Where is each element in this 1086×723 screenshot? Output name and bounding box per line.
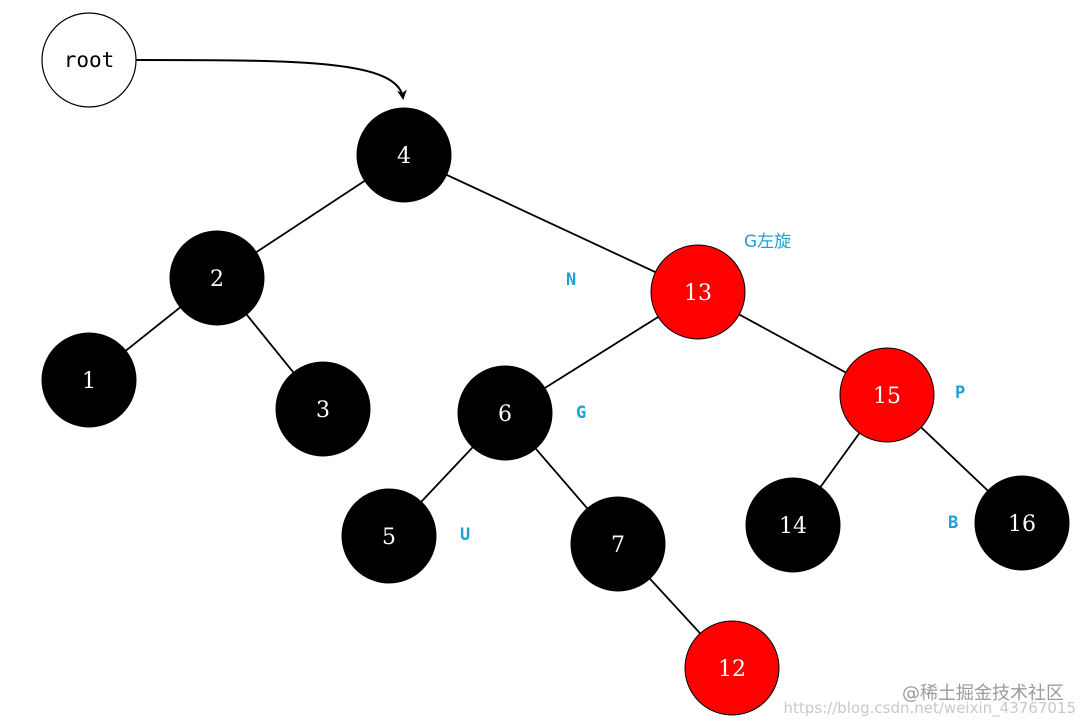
node-label-3: 3 [316,398,330,423]
tree-node-12: 12 [684,620,780,716]
node-label-4: 4 [397,144,411,169]
tree-node-15: 15 [839,347,935,443]
node-circle-4 [356,107,452,203]
annotation-n: N [566,270,576,290]
node-circle-6 [457,365,553,461]
node-circle-13 [650,244,746,340]
node-label-6: 6 [498,402,512,427]
node-circle-7 [570,496,666,592]
tree-node-4: 4 [356,107,452,203]
annotations: G左旋 N G P U B [460,232,965,545]
node-circle-16 [974,475,1070,571]
node-circle-5 [341,488,437,584]
node-label-5: 5 [382,525,396,550]
node-circle-1 [41,332,137,428]
annotation-g-rotate-left: G左旋 [744,232,791,252]
node-circle-2 [169,230,265,326]
node-label-1: 1 [82,369,96,394]
node-label-13: 13 [684,281,712,306]
tree-node-2: 2 [169,230,265,326]
node-circle-12 [684,620,780,716]
annotation-g: G [576,403,586,423]
node-label-12: 12 [718,657,746,682]
edge-4-13 [403,154,699,293]
watermark-url: https://blog.csdn.net/weixin_43767015 [783,699,1076,718]
tree-node-6: 6 [457,365,553,461]
tree-node-5: 5 [341,488,437,584]
tree-node-7: 7 [570,496,666,592]
root-label: root [64,48,115,72]
root-pointer: root [41,12,407,108]
tree-node-16: 16 [974,475,1070,571]
node-label-14: 14 [779,514,807,539]
node-label-15: 15 [873,384,901,409]
annotation-u: U [460,525,470,545]
node-circle-3 [275,361,371,457]
tree-node-1: 1 [41,332,137,428]
node-circle-15 [839,347,935,443]
watermark: @稀土掘金技术社区 https://blog.csdn.net/weixin_4… [783,683,1076,718]
tree-node-3: 3 [275,361,371,457]
node-circle-14 [745,477,841,573]
node-label-16: 16 [1008,512,1036,537]
node-label-7: 7 [611,533,625,558]
tree-node-14: 14 [745,477,841,573]
annotation-b: B [948,513,958,533]
tree-node-13: 13 [650,244,746,340]
watermark-brand: @稀土掘金技术社区 [902,683,1064,704]
node-label-2: 2 [210,267,224,292]
root-arrow [135,59,407,100]
annotation-p: P [955,383,965,403]
